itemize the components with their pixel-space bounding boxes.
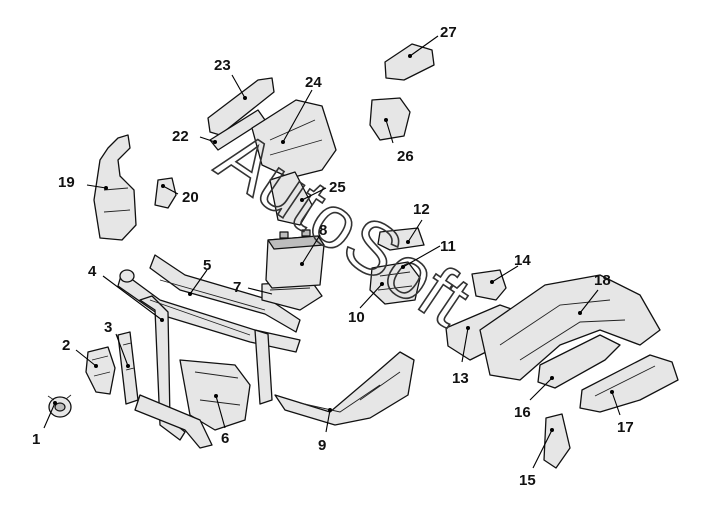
callout-23: 23: [214, 57, 231, 74]
part-14-bracket: [471, 269, 507, 301]
callout-18: 18: [594, 272, 611, 289]
part-19-washer-reservoir: [93, 134, 137, 241]
part-27-bracket: [384, 43, 435, 81]
callout-7: 7: [233, 279, 241, 296]
callout-11: 11: [440, 238, 456, 255]
part-9-splash-shield: [274, 351, 415, 426]
part-10-11-bracket: [369, 261, 421, 305]
callout-22: 22: [172, 128, 189, 145]
part-12-mount: [377, 227, 425, 251]
callout-26: 26: [397, 148, 414, 165]
callout-2: 2: [62, 337, 70, 354]
part-20-sensor: [154, 177, 177, 209]
part-8-battery: [265, 229, 325, 289]
part-26-mount: [369, 97, 411, 141]
part-7-battery-tray: [261, 281, 323, 311]
callout-labels: 1 2 3 4 5 6 7 8 9 10 11 12 13 14 15 16 1…: [32, 24, 634, 489]
callout-25: 25: [329, 179, 346, 196]
part-22-23-cowl: [207, 77, 275, 151]
callout-3: 3: [104, 319, 112, 336]
callout-16: 16: [514, 404, 531, 421]
callout-14: 14: [514, 252, 531, 269]
callout-27: 27: [440, 24, 457, 41]
callout-4: 4: [88, 263, 97, 280]
part-18-side-member: [479, 274, 661, 381]
callout-9: 9: [318, 437, 326, 454]
callout-10: 10: [348, 309, 365, 326]
part-2-bracket: [85, 346, 116, 395]
callout-8: 8: [319, 222, 327, 239]
callout-1: 1: [32, 431, 40, 448]
callout-12: 12: [413, 201, 430, 218]
part-24-apron: [251, 99, 337, 179]
callout-24: 24: [305, 74, 322, 91]
part-15-bracket: [543, 413, 571, 469]
part-16-rail: [537, 334, 621, 389]
callout-15: 15: [519, 472, 536, 489]
callout-19: 19: [58, 174, 75, 191]
callout-5: 5: [203, 257, 211, 274]
part-4-5-6-front-frame: [117, 254, 301, 449]
callout-20: 20: [182, 189, 199, 206]
part-25-brace: [269, 171, 313, 226]
callout-13: 13: [452, 370, 469, 387]
leader-lines: [43, 35, 621, 469]
callout-6: 6: [221, 430, 229, 447]
callout-17: 17: [617, 419, 634, 436]
part-17-rail: [579, 354, 679, 413]
part-1-grommet: [47, 394, 72, 418]
